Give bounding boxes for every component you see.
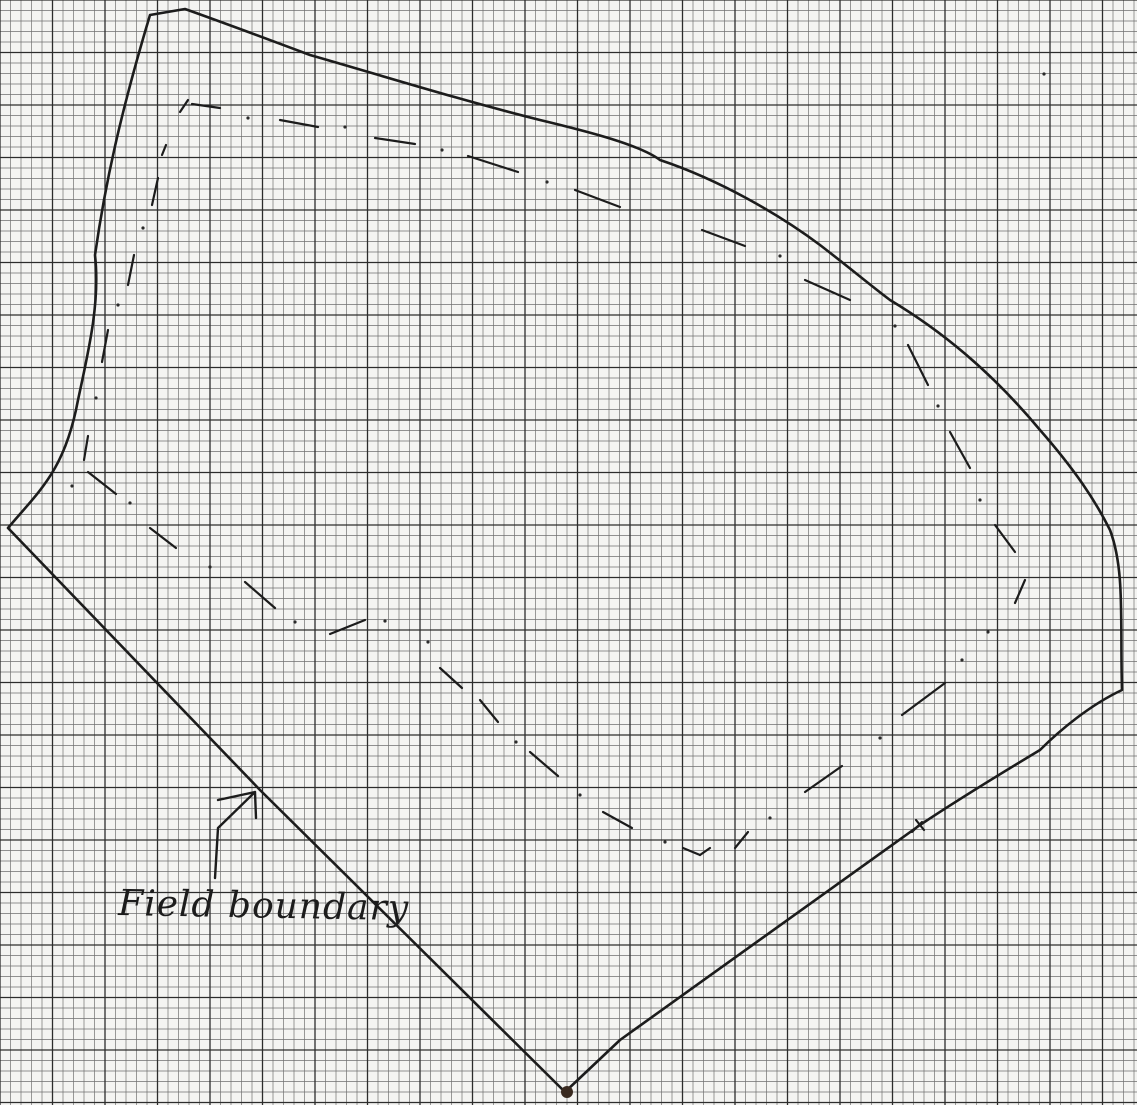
home-plate-marker <box>561 1086 573 1098</box>
field-boundary-label: Field boundary <box>117 883 410 929</box>
